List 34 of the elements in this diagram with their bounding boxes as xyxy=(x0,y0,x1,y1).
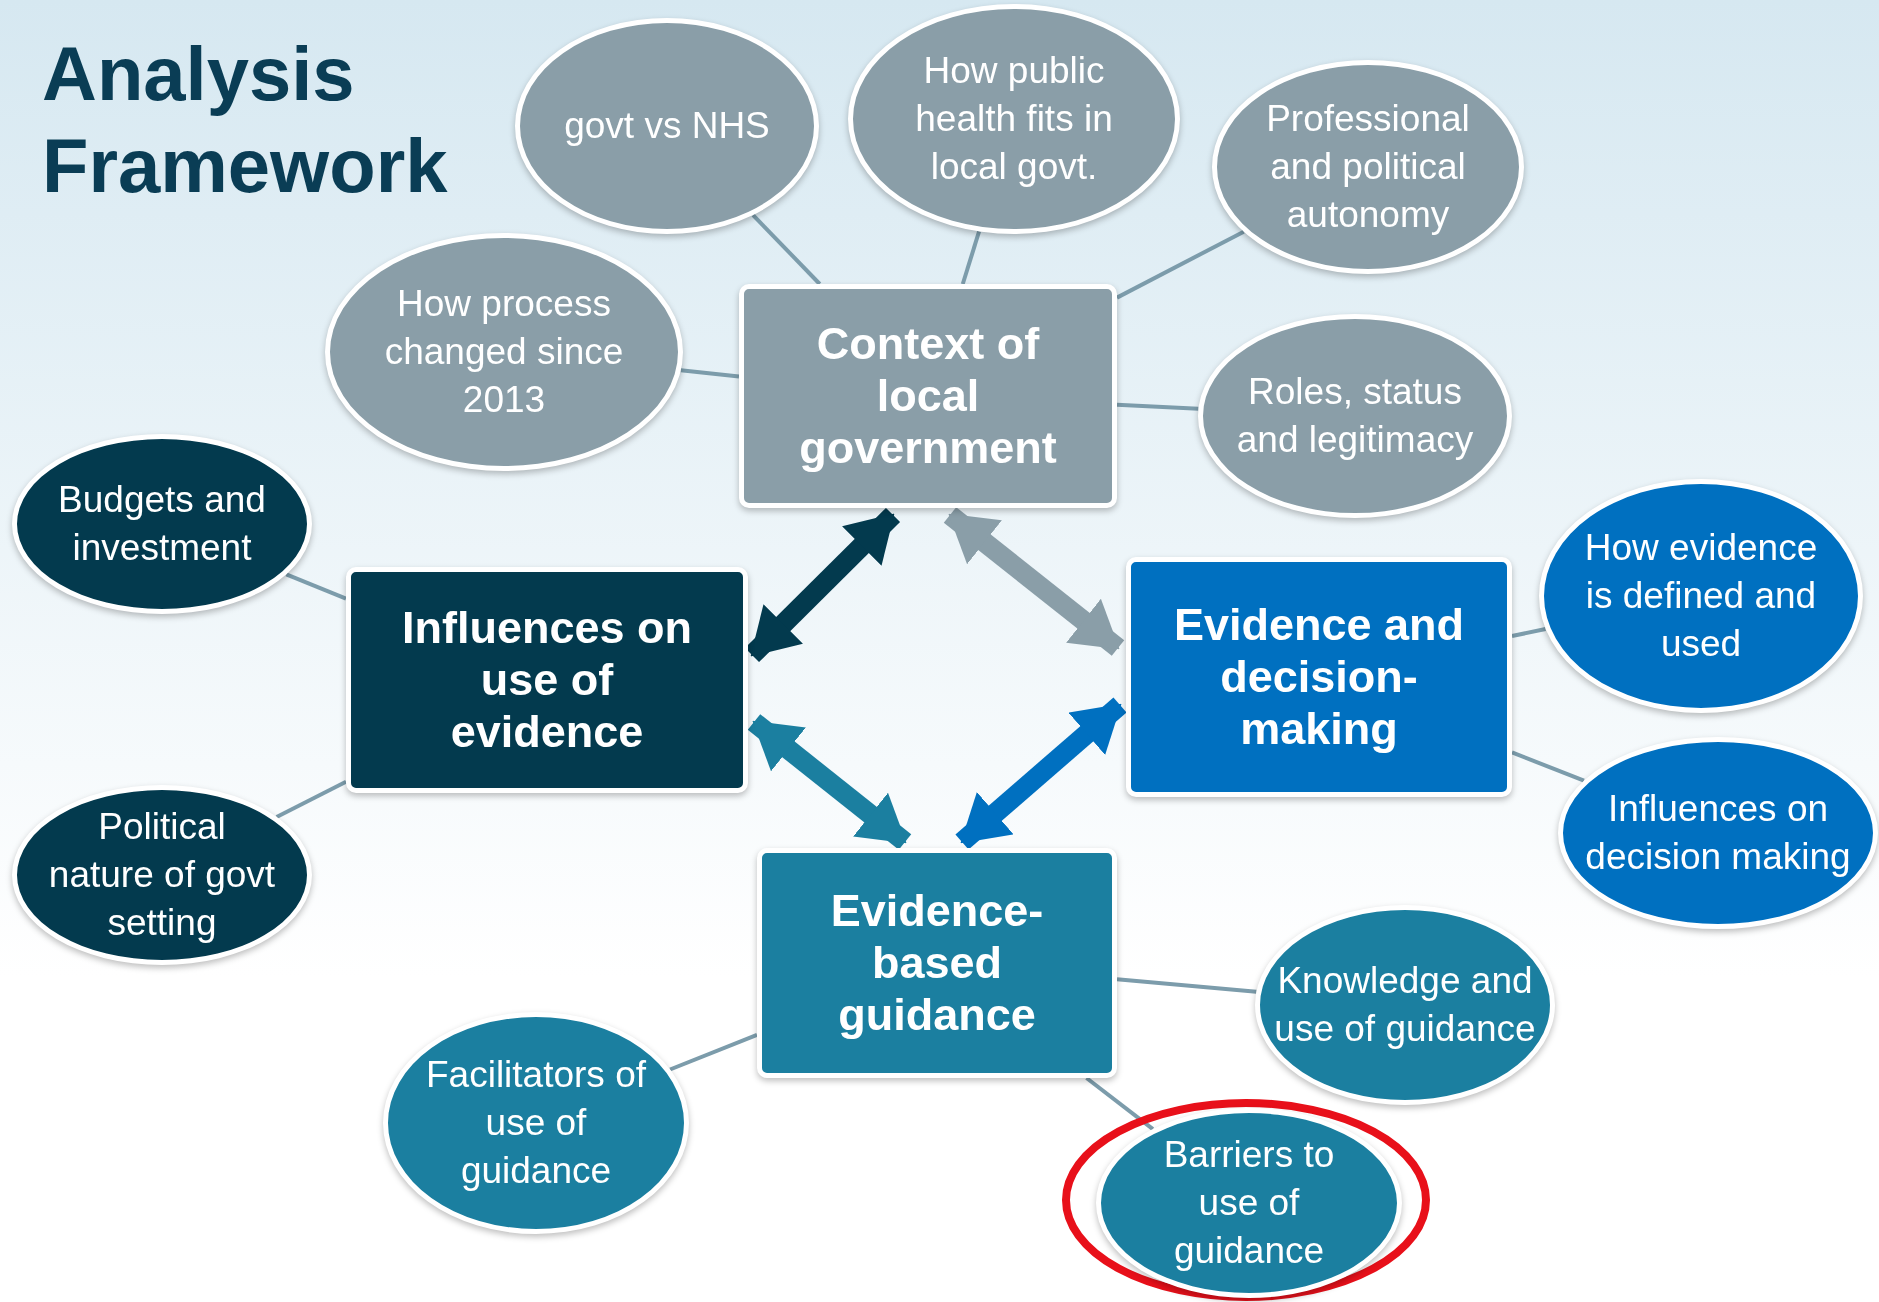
title: Analysis Framework xyxy=(42,30,449,210)
double-arrow xyxy=(955,697,1127,850)
connector-line xyxy=(285,572,347,601)
connector-line xyxy=(1116,402,1199,411)
connector-line xyxy=(1511,627,1546,639)
topic-label: Professional and political autonomy xyxy=(1265,97,1471,237)
topic-label: Influences on decision making xyxy=(1584,787,1852,879)
theme-box xyxy=(757,848,1117,1078)
theme-box xyxy=(346,567,748,793)
connector-line xyxy=(751,213,822,286)
theme-label: Influences on use of evidence xyxy=(400,602,693,758)
theme-box xyxy=(739,284,1117,508)
topic-label: Roles, status and legitimacy xyxy=(1235,370,1475,462)
theme-label: Context of local government xyxy=(798,318,1058,474)
connector-line xyxy=(275,780,347,819)
connector-line xyxy=(1511,750,1585,783)
topic-label: govt vs NHS xyxy=(563,104,771,148)
topic-label: How process changed since 2013 xyxy=(383,282,625,422)
connector-line xyxy=(680,368,740,379)
topic-label: Facilitators of use of guidance xyxy=(425,1053,647,1193)
topic-label: Knowledge and use of guidance xyxy=(1273,959,1537,1051)
theme-label: Evidence and decision-making xyxy=(1172,599,1466,755)
topic-label: Budgets and investment xyxy=(57,478,267,570)
double-arrow xyxy=(943,507,1125,656)
double-arrow xyxy=(747,714,912,850)
topic-label: Political nature of govt setting xyxy=(47,805,277,945)
theme-label: Evidence-based guidance xyxy=(829,885,1045,1041)
theme-box xyxy=(1126,557,1512,797)
topic-label: Barriers to use of guidance xyxy=(1162,1133,1336,1273)
topic-label: How evidence is defined and used xyxy=(1583,526,1819,666)
connector-line xyxy=(1116,977,1257,994)
connector-line xyxy=(1116,229,1245,300)
connector-line xyxy=(1085,1076,1155,1131)
topic-label: How public health fits in local govt. xyxy=(914,49,1114,189)
